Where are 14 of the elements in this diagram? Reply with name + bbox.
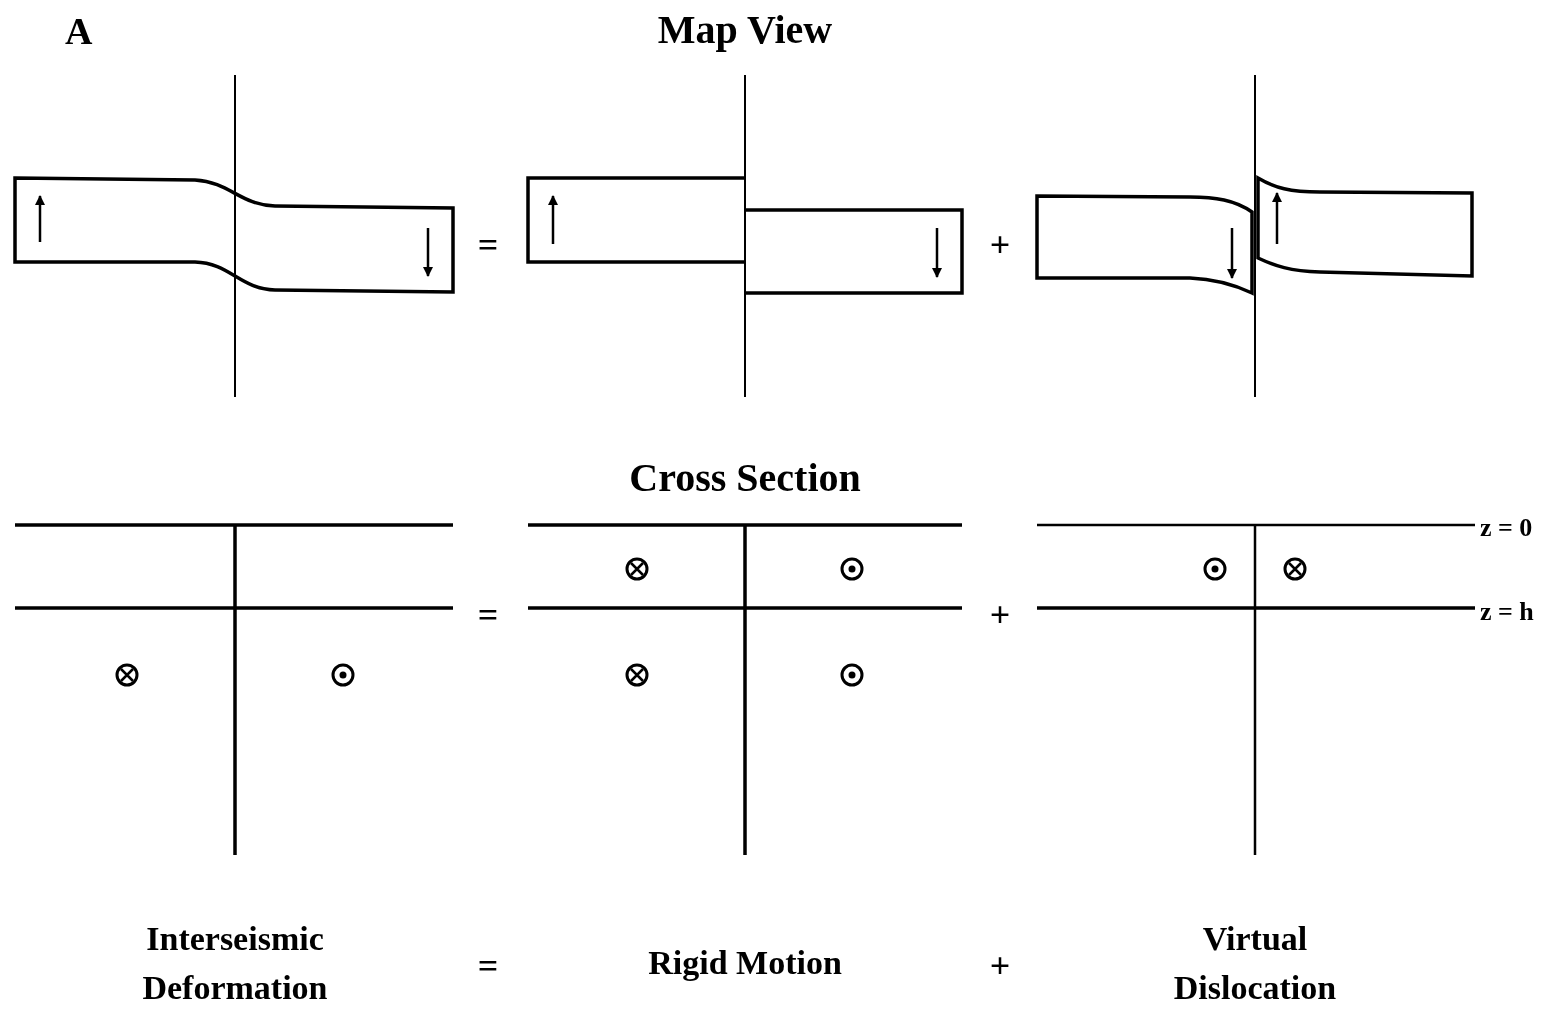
panel-letter: A: [65, 9, 93, 55]
plus-sign: +: [989, 944, 1011, 988]
depth-label: z = 0: [1480, 512, 1533, 545]
panel-caption: Virtual Dislocation: [1172, 918, 1338, 1008]
equals-sign: =: [477, 944, 499, 988]
section-title: Cross Section: [629, 454, 861, 502]
section-title: Map View: [657, 6, 833, 54]
depth-label: z = h: [1480, 596, 1534, 629]
panel-caption: Interseismic Deformation: [141, 918, 329, 1008]
plus-sign: +: [989, 223, 1011, 267]
plus-sign: +: [989, 593, 1011, 637]
equals-sign: =: [477, 223, 499, 267]
equals-sign: =: [477, 593, 499, 637]
panel-caption: Rigid Motion: [647, 943, 843, 984]
